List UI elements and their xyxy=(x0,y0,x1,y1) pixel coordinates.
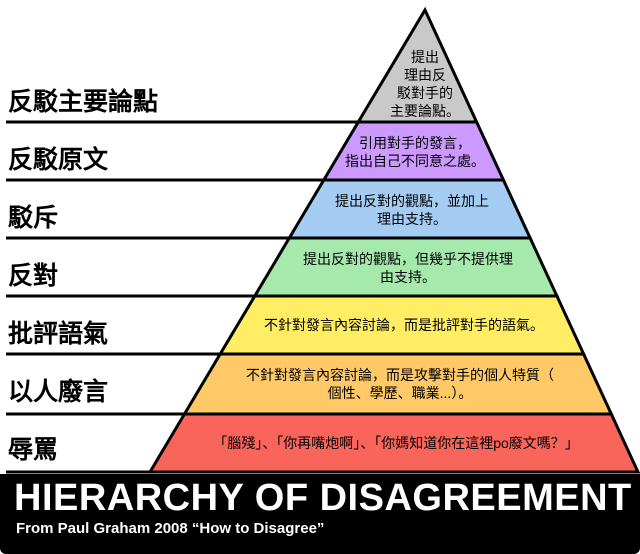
pyramid-level-shape-6 xyxy=(147,412,640,474)
level-text-4: 不針對發言內容討論，而是批評對手的語氣。 xyxy=(244,316,564,334)
level-text-line: 主要論點。 xyxy=(390,103,460,119)
level-text-line: 不針對發言內容討論，而是批評對手的語氣。 xyxy=(264,317,544,333)
level-text-line: 引用對手的發言， xyxy=(359,135,471,151)
level-text-1: 引用對手的發言， 指出自己不同意之處。 xyxy=(330,134,500,170)
level-text-line: 指出自己不同意之處。 xyxy=(345,153,485,169)
banner-subtitle: From Paul Graham 2008 “How to Disagree” xyxy=(16,520,325,537)
side-label-counterargument: 駁斥 xyxy=(8,204,59,232)
level-text-3: 提出反對的觀點，但幾乎不提供理 由支持。 xyxy=(293,250,523,286)
level-text-line: 提出 xyxy=(411,49,439,65)
side-label-responding-to-tone: 批評語氣 xyxy=(8,320,109,348)
level-text-line: 不針對發言內容討論，而是攻擊對手的個人特質（ xyxy=(246,367,554,383)
level-text-line: 理由支持。 xyxy=(377,211,447,227)
side-label-refutation: 反駁原文 xyxy=(8,146,109,174)
level-text-line: 由支持。 xyxy=(380,269,436,285)
level-text-6: 「腦殘」、「你再嘴炮啊」、「你媽知道你在這裡po廢文嗎？」 xyxy=(176,434,616,452)
level-text-line: 提出反對的觀點，並加上 xyxy=(335,193,489,209)
level-text-line: 個性、學歷、職業...）。 xyxy=(327,385,473,401)
side-label-contradiction: 反對 xyxy=(8,262,59,290)
level-text-2: 提出反對的觀點，並加上 理由支持。 xyxy=(322,192,502,228)
level-text-line: 理由反 xyxy=(404,67,446,83)
level-text-line: 提出反對的觀點，但幾乎不提供理 xyxy=(303,251,513,267)
side-label-name-calling: 辱罵 xyxy=(8,436,59,464)
level-text-line: 駁對手的 xyxy=(397,85,453,101)
side-label-counterargument-main-point: 反駁主要論點 xyxy=(8,88,159,116)
level-text-5: 不針對發言內容討論，而是攻擊對手的個人特質（ 個性、學歷、職業...）。 xyxy=(225,366,575,402)
banner-title: HIERARCHY OF DISAGREEMENT xyxy=(14,477,632,519)
title-banner: HIERARCHY OF DISAGREEMENT From Paul Grah… xyxy=(0,474,640,554)
level-text-line: 「腦殘」、「你再嘴炮啊」、「你媽知道你在這裡po廢文嗎？」 xyxy=(213,435,579,451)
level-text-top: 提出 理由反 駁對手的 主要論點。 xyxy=(365,48,485,120)
side-label-ad-hominem: 以人廢言 xyxy=(8,378,109,406)
